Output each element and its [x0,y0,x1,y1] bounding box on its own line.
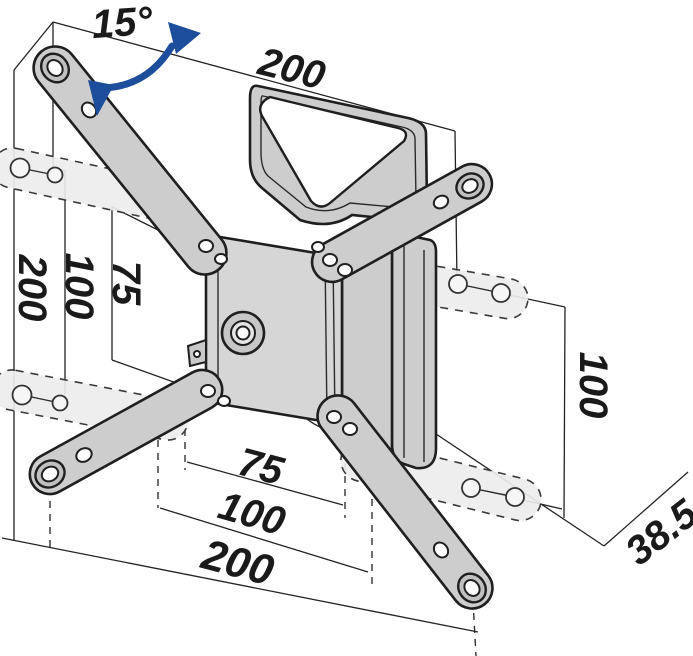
wall-plate-column [390,230,438,470]
vesa-corner-holes [198,239,358,436]
depth-dim-label: 38.5 [617,491,693,574]
arm-lower-right [316,394,494,610]
pivot-hub [220,310,266,356]
bracket-cover-plate [248,84,429,226]
left-inner-dim-label: 75 [104,261,148,306]
cover-notch [259,95,408,208]
dimension-labels: 15° 200 200 100 75 75 100 200 100 38.5 [10,0,693,596]
right-height-dim-label: 100 [571,352,615,419]
rotation-arrow-icon [88,22,201,116]
arm-lower-left [28,368,224,496]
left-mid-dim-label: 100 [57,253,101,320]
left-outer-dim-label: 200 [10,254,54,322]
arm-upper-right [310,162,494,284]
angle-label: 15° [90,0,154,47]
bottom-inner-dim-label: 75 [234,440,289,494]
arm-upper-left [32,45,228,276]
